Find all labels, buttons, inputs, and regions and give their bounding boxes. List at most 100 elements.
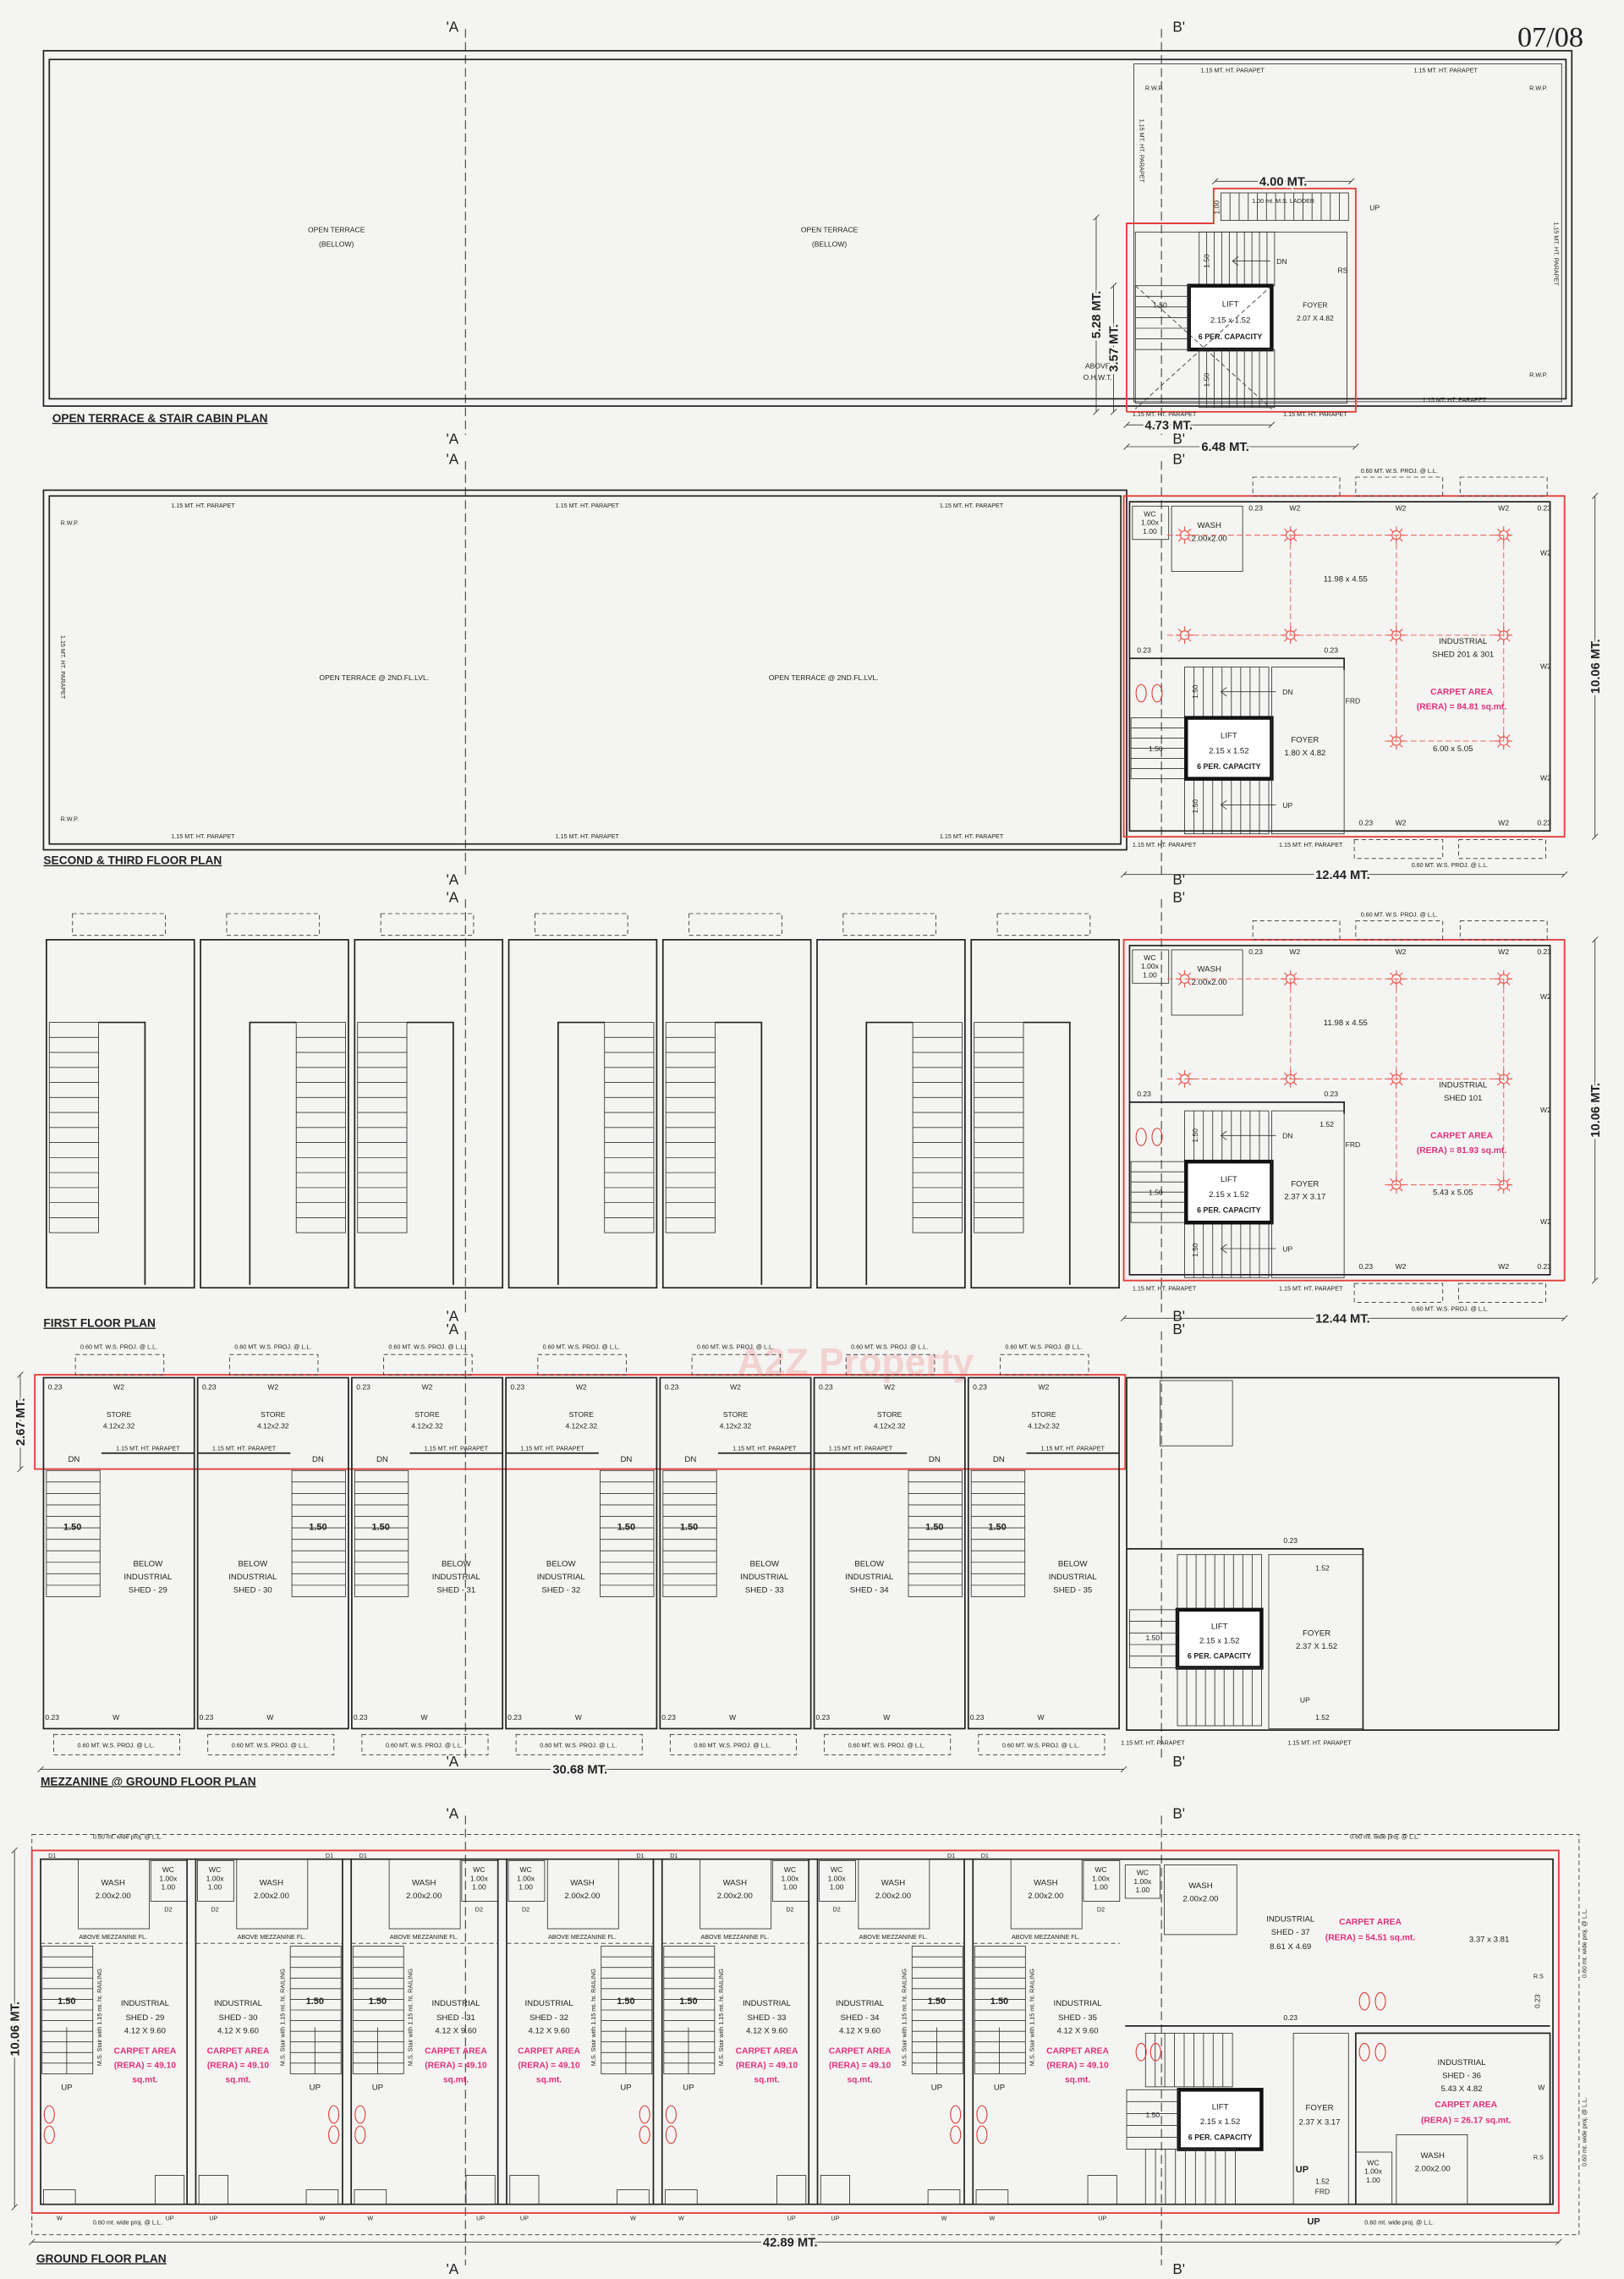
carpet-area-unit: sq.mt. [225,2076,250,2085]
wash-size: 2.00x2.00 [1192,534,1227,543]
stair-outline [1177,1667,1262,1727]
wash-size: 2.00x2.00 [406,1892,442,1901]
ws-projection [689,913,782,936]
ohwt-diagonal [1134,285,1272,409]
wc-size: 1.00 [1136,1886,1150,1894]
store-size: 4.12x2.32 [411,1422,443,1431]
dimension-tick [1347,178,1355,185]
mezzanine-edge [98,1021,146,1285]
wall-thickness: 0.23 [200,1713,214,1722]
carpet-area-label: CARPET AREA [114,2046,177,2056]
page-number: 07/08 [1517,21,1583,53]
store-label: STORE [723,1410,749,1419]
ws-projection-label: 0.60 MT. W.S. PROJ. @ L.L. [1412,1305,1489,1313]
rolling-shutter [465,2175,496,2205]
toilet-fixture-icon [354,2105,366,2124]
store-label: STORE [107,1410,132,1419]
carpet-area-label: CARPET AREA [1430,688,1493,697]
unit-walls [659,1376,812,1730]
column-ray [1399,1187,1403,1192]
dimension: 10.06 MT. [1587,492,1605,840]
wash-room [858,1859,930,1930]
column-ray [1187,972,1192,976]
stair-width: 1.50 [309,1523,326,1533]
column-marker [1495,969,1512,988]
column-ray [1390,528,1394,533]
stair-flight [665,1022,716,1233]
parapet-label: 1.15 MT. HT. PARAPET [116,1444,180,1452]
column-marker [1387,969,1406,988]
column-marker [1387,1176,1406,1194]
lift-size: 2.15 x 1.52 [1200,2117,1240,2127]
stair-width: 1.52 [1315,1713,1330,1722]
column-grid [1167,526,1516,750]
window-label: W [678,2215,684,2222]
outer-wall [42,489,1127,851]
ws-projection-label: 0.60 MT. W.S. PROJ. @ L.L. [234,1343,311,1350]
toilet-fixture-icon [1151,684,1163,703]
carpet-area-value: (RERA) = 49.10 [736,2062,798,2071]
column-ray [1506,638,1511,642]
stair-flight [1220,192,1349,221]
column-marker [1281,969,1299,988]
first-floor-unit [200,913,349,1289]
foyer-size: 2.07 X 4.82 [1297,314,1334,322]
dimension-tick [1268,421,1276,429]
column-marker [1281,526,1299,544]
wash-room [700,1859,772,1930]
parapet-label: 1.15 MT. HT. PARAPET [1283,410,1347,418]
window-label: W2 [1498,503,1509,512]
stair-width: 1.50 [63,1523,81,1533]
rolling-shutter [509,2175,540,2205]
window-label: W2 [1540,549,1551,557]
stair-outline [1128,1609,1178,1668]
wall-thickness: 0.23 [1137,645,1151,654]
wall-thickness: 0.23 [48,1382,63,1391]
stair-outline [600,1469,655,1597]
ws-projection [1355,920,1444,941]
wash-label: WASH [723,1879,747,1888]
frd-label: FRD [1346,1140,1361,1149]
stair-core-walls [1126,1376,1560,1731]
wc-label: WC [1144,509,1155,518]
stair-flight [601,1946,653,2074]
column-ray [1506,744,1511,748]
wall-thickness: 0.23 [1248,947,1263,956]
stair-flight [1144,2032,1233,2088]
stair-note: M.S. Stair with 1.15 mt. ht. RAILING [278,1969,286,2066]
parapet-label: 1.15 MT. HT. PARAPET [1121,1738,1185,1746]
window-label: W [112,1713,120,1722]
toilet-fixture-icon [43,2105,55,2124]
unit-walls [42,1376,195,1730]
column-ray [1187,537,1192,542]
unit-walls [967,1376,1120,1730]
shed-label: INDUSTRIAL [1439,637,1488,646]
dimension-label: 5.28 MT. [1090,291,1104,339]
stair-width: 1.50 [306,1996,324,2007]
door-label: D2 [522,1905,529,1913]
window-label: W [367,2215,373,2222]
parapet-label: 1.15 MT. HT. PARAPET [1138,119,1145,184]
lift-capacity: 6 PER. CAPACITY [1197,762,1261,771]
above-mezzanine-label: ABOVE MEZZANINE FL. [390,1933,458,1941]
wall-thickness: 0.23 [1359,1262,1374,1271]
stair-flight [912,1022,963,1233]
dimension-label: 4.00 MT. [1259,175,1308,189]
ws-projection [380,913,475,936]
dimension-tick [1120,1766,1127,1773]
carpet-boundary [30,1849,1560,2214]
up-label: UP [683,2083,694,2092]
wc-size: 1.00x [1141,962,1160,970]
plan-title: MEZZANINE @ GROUND FLOOR PLAN [41,1775,256,1788]
stair-flight [1126,2089,1180,2150]
up-label: UP [787,2215,796,2222]
carpet-area-label: CARPET AREA [1339,1918,1402,1927]
column-ray [1399,1081,1403,1086]
wc-size: 1.00 [1143,527,1157,535]
shed-number: SHED - 32 [529,2013,568,2023]
wash-label: WASH [1188,1881,1212,1891]
first-floor-unit [354,913,504,1289]
first-floor-unit [816,913,966,1289]
